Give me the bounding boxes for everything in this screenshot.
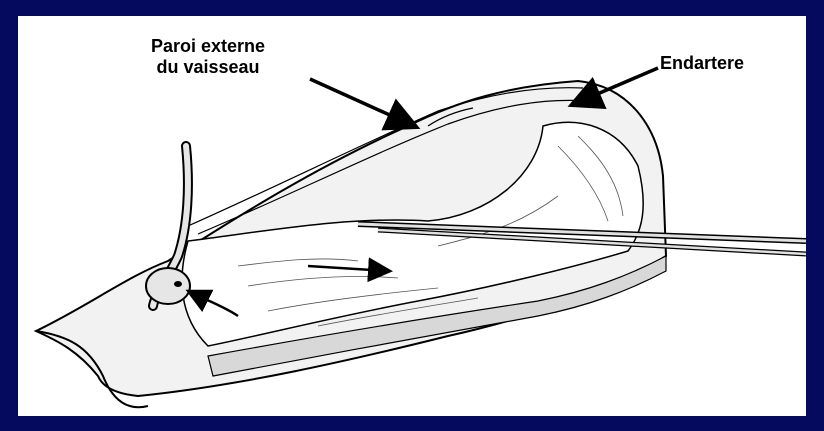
arrow-paroi-externe: [310, 79, 414, 126]
label-paroi-line2: du vaisseau: [108, 57, 308, 78]
label-paroi-line1: Paroi externe: [108, 36, 308, 57]
label-endartere: Endartere: [660, 53, 744, 74]
dissection-spatula: [146, 146, 190, 306]
illustration-panel: Paroi externe du vaisseau Endartere: [18, 16, 806, 416]
label-paroi-externe: Paroi externe du vaisseau: [108, 36, 308, 78]
